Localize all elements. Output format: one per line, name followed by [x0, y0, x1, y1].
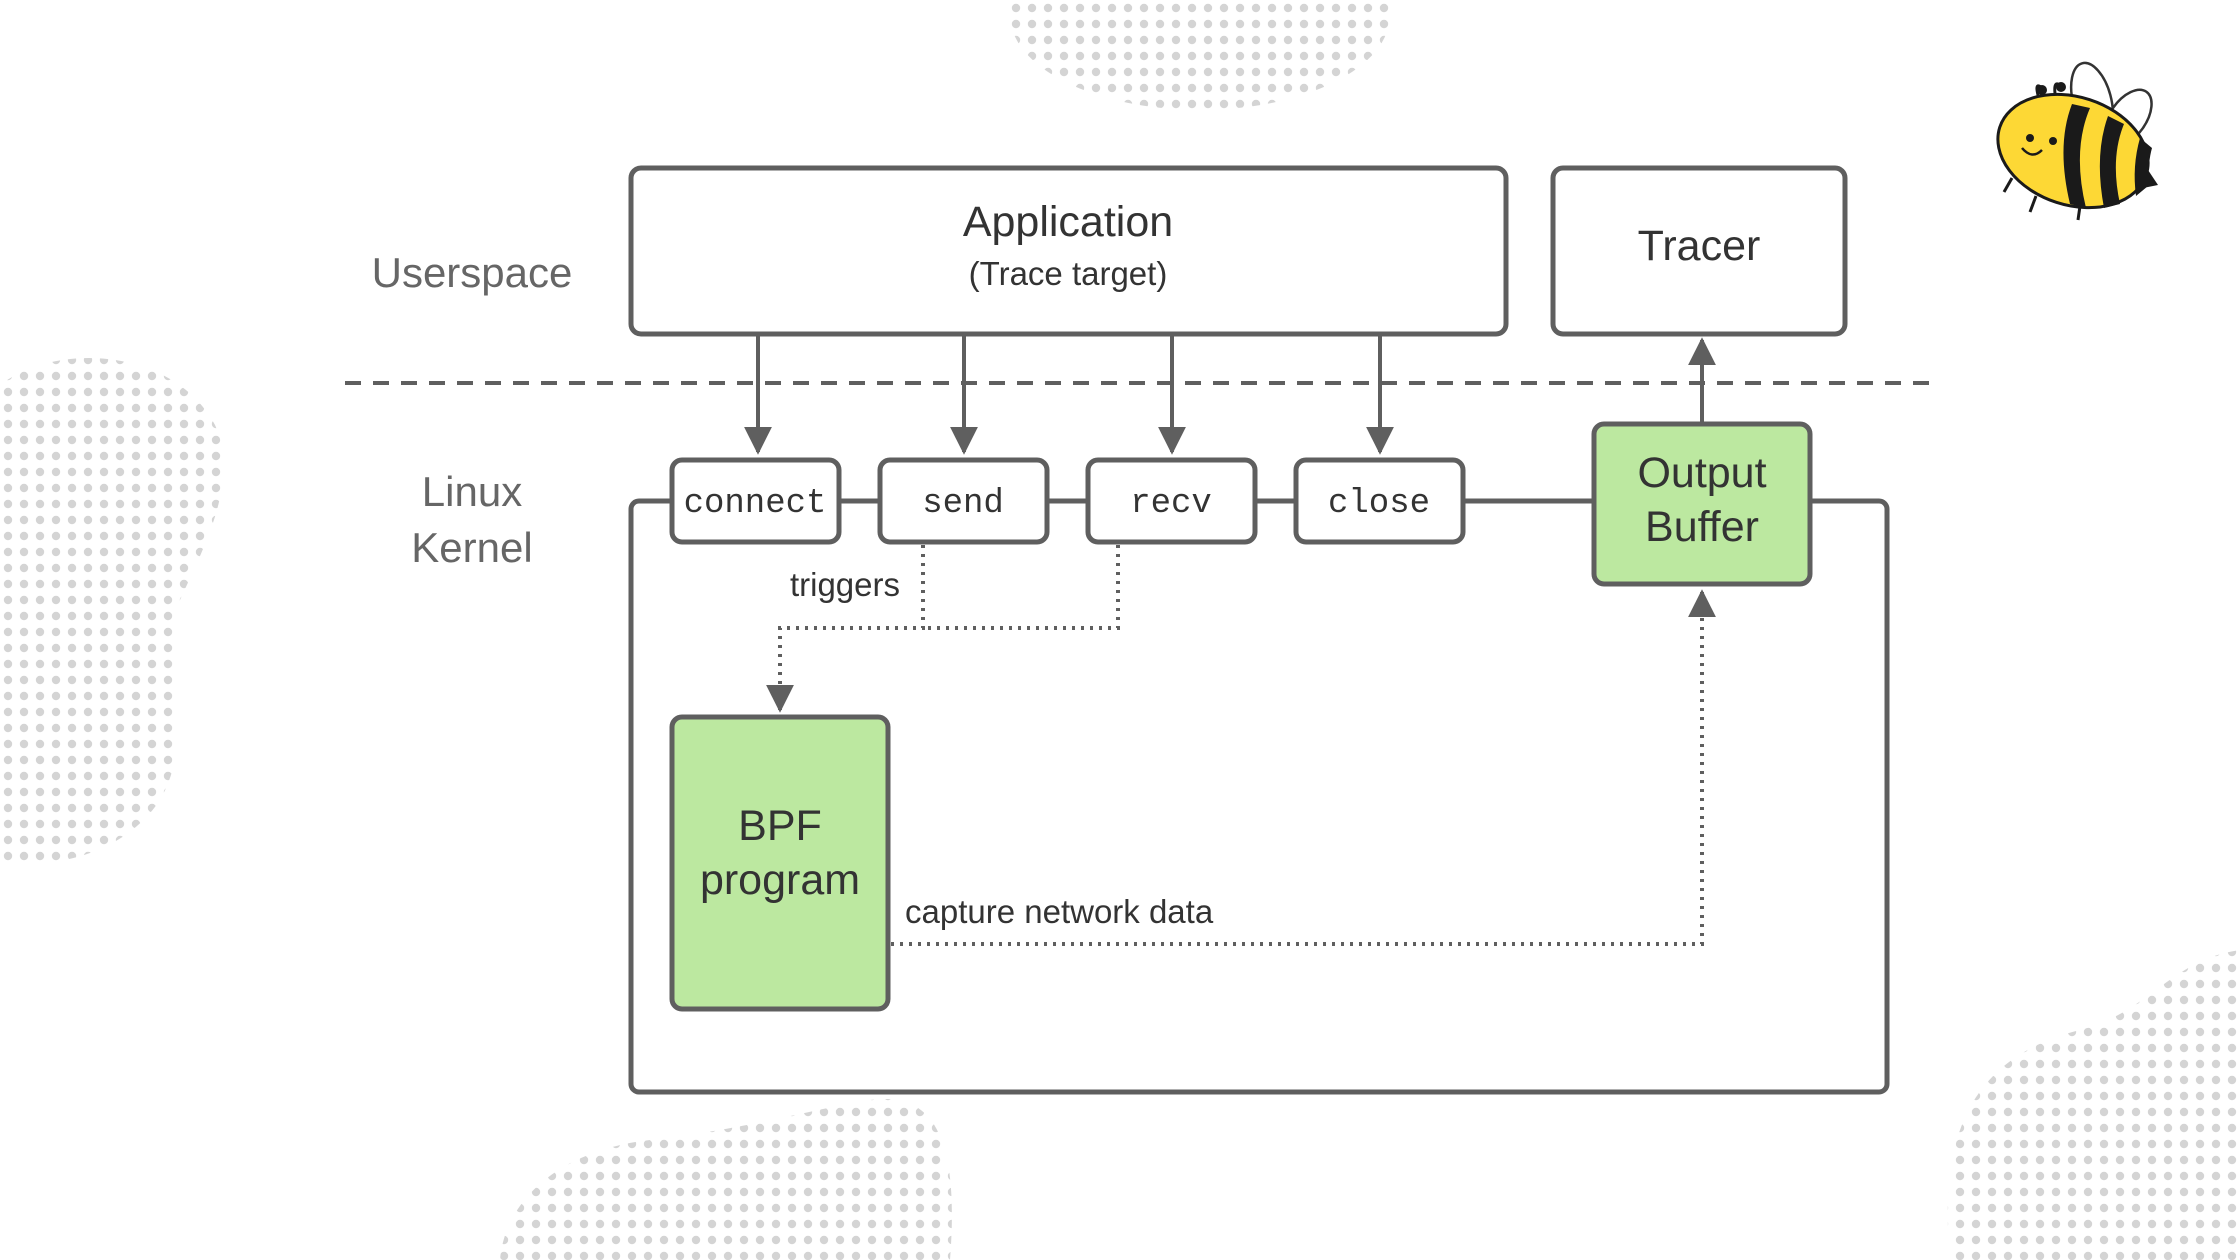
- triggers-connector: [766, 545, 1120, 713]
- output-buffer-line2: Buffer: [1645, 503, 1759, 551]
- userspace-label: Userspace: [372, 249, 573, 296]
- syscall-close: close: [1293, 457, 1466, 545]
- syscall-close-label: close: [1328, 485, 1430, 523]
- syscall-connect-label: connect: [684, 485, 827, 523]
- dot-blob-top: [1010, 0, 1390, 110]
- kernel-container: [628, 498, 1890, 1095]
- triggers-label: triggers: [790, 566, 900, 603]
- dot-blob-bottom-right: [1947, 950, 2240, 1260]
- syscall-call-arrows: [744, 336, 1394, 455]
- output-buffer-line1: Output: [1637, 449, 1766, 497]
- syscall-recv: recv: [1085, 457, 1258, 545]
- tracer-node: Tracer: [1550, 165, 1848, 337]
- syscall-recv-label: recv: [1130, 485, 1212, 523]
- bpf-program-line1: BPF: [738, 802, 822, 850]
- capture-connector: [891, 589, 1716, 946]
- syscall-send: send: [877, 457, 1050, 545]
- kernel-label-line1: Linux: [422, 468, 522, 515]
- tracer-label: Tracer: [1638, 222, 1761, 270]
- dot-blob-bottom: [500, 1098, 952, 1260]
- application-title: Application: [963, 198, 1173, 246]
- application-node: Application (Trace target): [628, 165, 1509, 337]
- syscall-send-label: send: [922, 485, 1004, 523]
- bee-logo-icon: [1996, 61, 2158, 221]
- output-buffer-node: Output Buffer: [1591, 421, 1813, 587]
- application-subtitle: (Trace target): [969, 255, 1168, 292]
- dot-blob-left: [0, 358, 224, 864]
- kernel-label-line2: Kernel: [411, 524, 532, 571]
- bpf-program-line2: program: [700, 856, 860, 904]
- syscall-connect: connect: [669, 457, 842, 545]
- capture-label: capture network data: [905, 893, 1214, 930]
- bpf-program-node: BPF program: [669, 714, 891, 1012]
